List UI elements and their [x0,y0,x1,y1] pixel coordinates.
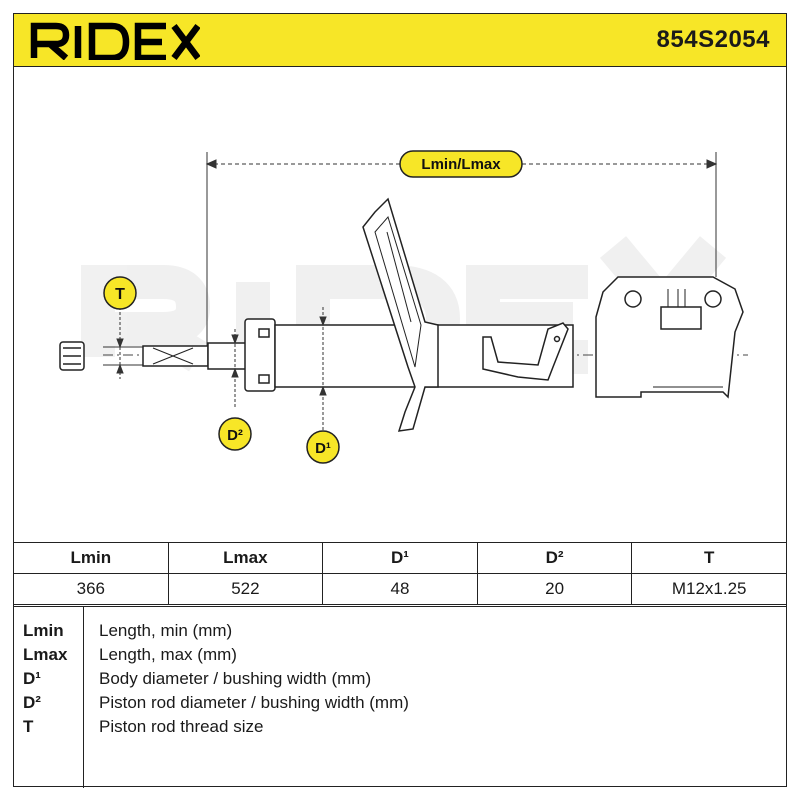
value-t: M12x1.25 [631,573,787,605]
ridex-logo [30,22,200,60]
hose-bracket [482,322,569,381]
header-t: T [631,542,787,574]
value-lmin: 366 [13,573,169,605]
part-number: 854S2054 [656,26,770,53]
legend-key: D² [23,693,41,712]
legend-divider [83,607,84,788]
header-d2: D² [476,542,633,574]
header-lmin: Lmin [13,542,169,574]
spec-value-row: 366 522 48 20 M12x1.25 [13,573,787,605]
legend-key: D¹ [23,669,41,688]
legend-key: Lmax [23,645,68,664]
thread-nut [59,341,85,371]
rod-diameter-badge [218,417,252,451]
spring-seat [362,197,439,432]
length-label-badge [399,150,523,178]
top-cap [244,318,276,392]
value-lmax: 522 [167,573,324,605]
thread-label: T [115,286,125,303]
spec-header-row: Lmin Lmax D¹ D² T [13,542,787,574]
piston-rod [142,342,257,370]
legend-value: Piston rod diameter / bushing width (mm) [99,693,409,712]
body-diameter-badge [306,430,340,464]
legend-value: Body diameter / bushing width (mm) [99,669,372,688]
thread-label-badge [103,276,137,310]
length-label: Lmin/Lmax [421,156,501,173]
legend-value: Length, max (mm) [99,645,237,664]
legend-key: Lmin [23,621,64,640]
shock-absorber-drawing: Lmin/Lmax T D² [59,150,748,464]
legend: Lmin Length, min (mm) Lmax Length, max (… [13,606,787,788]
body-diameter-label: D¹ [315,440,331,457]
legend-value: Piston rod thread size [99,717,264,736]
legend-value: Length, min (mm) [99,621,233,640]
value-d1: 48 [322,573,478,605]
rod-diameter-label: D² [227,427,243,444]
header-d1: D¹ [322,542,478,574]
rod-diameter-dimension [231,329,239,407]
value-d2: 20 [476,573,633,605]
knuckle-bracket [595,276,744,399]
legend-key: T [23,717,34,736]
header-lmax: Lmax [167,542,324,574]
body-diameter-dimension [319,307,327,432]
spec-table: Lmin Lmax D¹ D² T 366 522 48 20 M12x1.25 [13,542,787,605]
